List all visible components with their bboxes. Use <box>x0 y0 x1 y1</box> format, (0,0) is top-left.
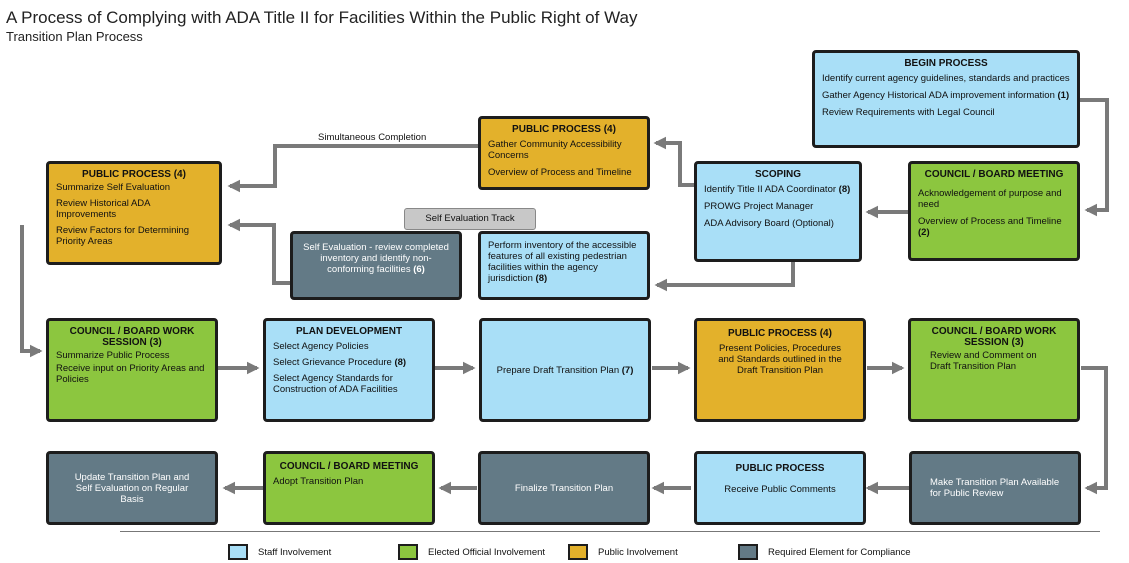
legend-swatch-required <box>738 544 758 560</box>
scoping-line: ADA Advisory Board (Optional) <box>704 218 834 229</box>
arrow-public-top-to-public-left <box>227 144 478 193</box>
legend-required: Required Element for Compliance <box>738 543 911 561</box>
work-session-header: COUNCIL / BOARD WORK SESSION (3) <box>931 326 1057 348</box>
page-subtitle: Transition Plan Process <box>6 29 143 44</box>
work-session-header: COUNCIL / BOARD WORK SESSION (3) <box>69 326 195 348</box>
work-session-summarize-box: COUNCIL / BOARD WORK SESSION (3) Summari… <box>46 318 218 422</box>
begin-process-line: Review Requirements with Legal Council <box>822 107 995 118</box>
council-meeting-box: COUNCIL / BOARD MEETING Acknowledgement … <box>908 161 1080 261</box>
scoping-line: Identify Title II ADA Coordinator (8) <box>704 184 851 195</box>
work-session-line: Summarize Public Process <box>56 350 170 361</box>
public-process-summarize-box: PUBLIC PROCESS (4) Summarize Self Evalua… <box>46 161 222 265</box>
work-session-line: Receive input on Priority Areas and Poli… <box>56 363 205 385</box>
self-evaluation-track-tab: Self Evaluation Track <box>404 208 536 230</box>
draft-plan-text: Prepare Draft Transition Plan <box>496 364 620 376</box>
council-adopt-box: COUNCIL / BOARD MEETING Adopt Transition… <box>263 451 435 525</box>
public-process-receive-box: PUBLIC PROCESS Receive Public Comments <box>694 451 866 525</box>
begin-process-line: Gather Agency Historical ADA improvement… <box>822 90 1070 101</box>
work-session-line: Review and Comment on Draft Transition P… <box>930 350 1037 372</box>
legend-swatch-elected <box>398 544 418 560</box>
inventory-text: Perform inventory of the accessible feat… <box>488 240 637 284</box>
simultaneous-completion-label: Simultaneous Completion <box>318 132 427 143</box>
legend-label: Staff Involvement <box>258 546 332 558</box>
legend-label: Elected Official Involvement <box>428 546 546 558</box>
public-process-gather-box: PUBLIC PROCESS (4) Gather Community Acce… <box>478 116 650 190</box>
public-process-line: Present Policies, Procedures and Standar… <box>718 343 842 376</box>
finalize-plan-text: Finalize Transition Plan <box>514 482 614 494</box>
make-available-text: Make Transition Plan Available for Publi… <box>930 477 1060 499</box>
page-title: A Process of Complying with ADA Title II… <box>6 8 638 27</box>
legend-elected: Elected Official Involvement <box>398 543 545 561</box>
draft-plan-box: Prepare Draft Transition Plan (7) <box>479 318 651 422</box>
legend-public: Public Involvement <box>568 543 678 561</box>
plan-development-header: PLAN DEVELOPMENT <box>295 326 403 337</box>
self-evaluation-box: Self Evaluation - review completed inven… <box>290 231 462 300</box>
public-process-header: PUBLIC PROCESS (4) <box>512 124 616 135</box>
arrow-begin-to-council <box>1079 98 1109 217</box>
public-process-line: Summarize Self Evaluation <box>56 182 171 193</box>
make-available-box: Make Transition Plan Available for Publi… <box>909 451 1081 525</box>
plan-development-line: Select Grievance Procedure (8) <box>273 357 407 368</box>
arrow-public-left-to-work1 <box>20 225 43 358</box>
public-process-header: PUBLIC PROCESS <box>735 463 825 474</box>
self-evaluation-text: Self Evaluation - review completed inven… <box>303 242 449 275</box>
finalize-plan-box: Finalize Transition Plan <box>478 451 650 525</box>
public-process-line: Gather Community Accessibility Concerns <box>488 139 622 161</box>
update-plan-text: Update Transition Plan and Self Evaluati… <box>74 471 190 505</box>
inventory-box: Perform inventory of the accessible feat… <box>478 231 650 300</box>
scoping-line: PROWG Project Manager <box>704 201 814 212</box>
plan-development-line: Select Agency Policies <box>273 341 369 352</box>
legend-swatch-public <box>568 544 588 560</box>
council-meeting-line: Acknowledgement of purpose and need <box>918 188 1062 210</box>
legend-divider <box>120 531 1100 532</box>
council-meeting-header: COUNCIL / BOARD MEETING <box>924 169 1064 180</box>
legend-swatch-staff <box>228 544 248 560</box>
public-process-line: Review Historical ADA Improvements <box>56 198 150 220</box>
public-process-line: Overview of Process and Timeline <box>488 167 632 178</box>
update-plan-box: Update Transition Plan and Self Evaluati… <box>46 451 218 525</box>
legend-label: Required Element for Compliance <box>768 546 911 558</box>
council-adopt-header: COUNCIL / BOARD MEETING <box>279 461 419 472</box>
begin-process-box: BEGIN PROCESS Identify current agency gu… <box>812 50 1080 148</box>
scoping-header: SCOPING <box>754 169 802 180</box>
public-process-line: Receive Public Comments <box>724 484 836 495</box>
begin-process-line: Identify current agency guidelines, stan… <box>822 73 1070 84</box>
legend-label: Public Involvement <box>598 546 678 558</box>
arrow-work2-to-make-available <box>1081 366 1108 495</box>
arrow-scoping-to-public-top <box>653 136 694 187</box>
arrow-scoping-to-inventory <box>654 262 795 292</box>
public-process-header: PUBLIC PROCESS (4) <box>728 328 832 339</box>
begin-process-header: BEGIN PROCESS <box>904 58 988 69</box>
public-process-line: Review Factors for Determining Priority … <box>56 225 190 247</box>
council-adopt-line: Adopt Transition Plan <box>273 476 364 487</box>
arrow-self-eval-to-public-left <box>227 218 290 285</box>
legend-staff: Staff Involvement <box>228 543 331 561</box>
scoping-box: SCOPING Identify Title II ADA Coordinato… <box>694 161 862 262</box>
work-session-review-box: COUNCIL / BOARD WORK SESSION (3) Review … <box>908 318 1080 422</box>
plan-development-box: PLAN DEVELOPMENT Select Agency Policies … <box>263 318 435 422</box>
council-meeting-line: Overview of Process and Timeline (2) <box>918 216 1062 238</box>
plan-development-line: Select Agency Standards for Construction… <box>273 373 398 395</box>
public-process-present-box: PUBLIC PROCESS (4) Present Policies, Pro… <box>694 318 866 422</box>
public-process-header: PUBLIC PROCESS (4) <box>82 169 186 180</box>
